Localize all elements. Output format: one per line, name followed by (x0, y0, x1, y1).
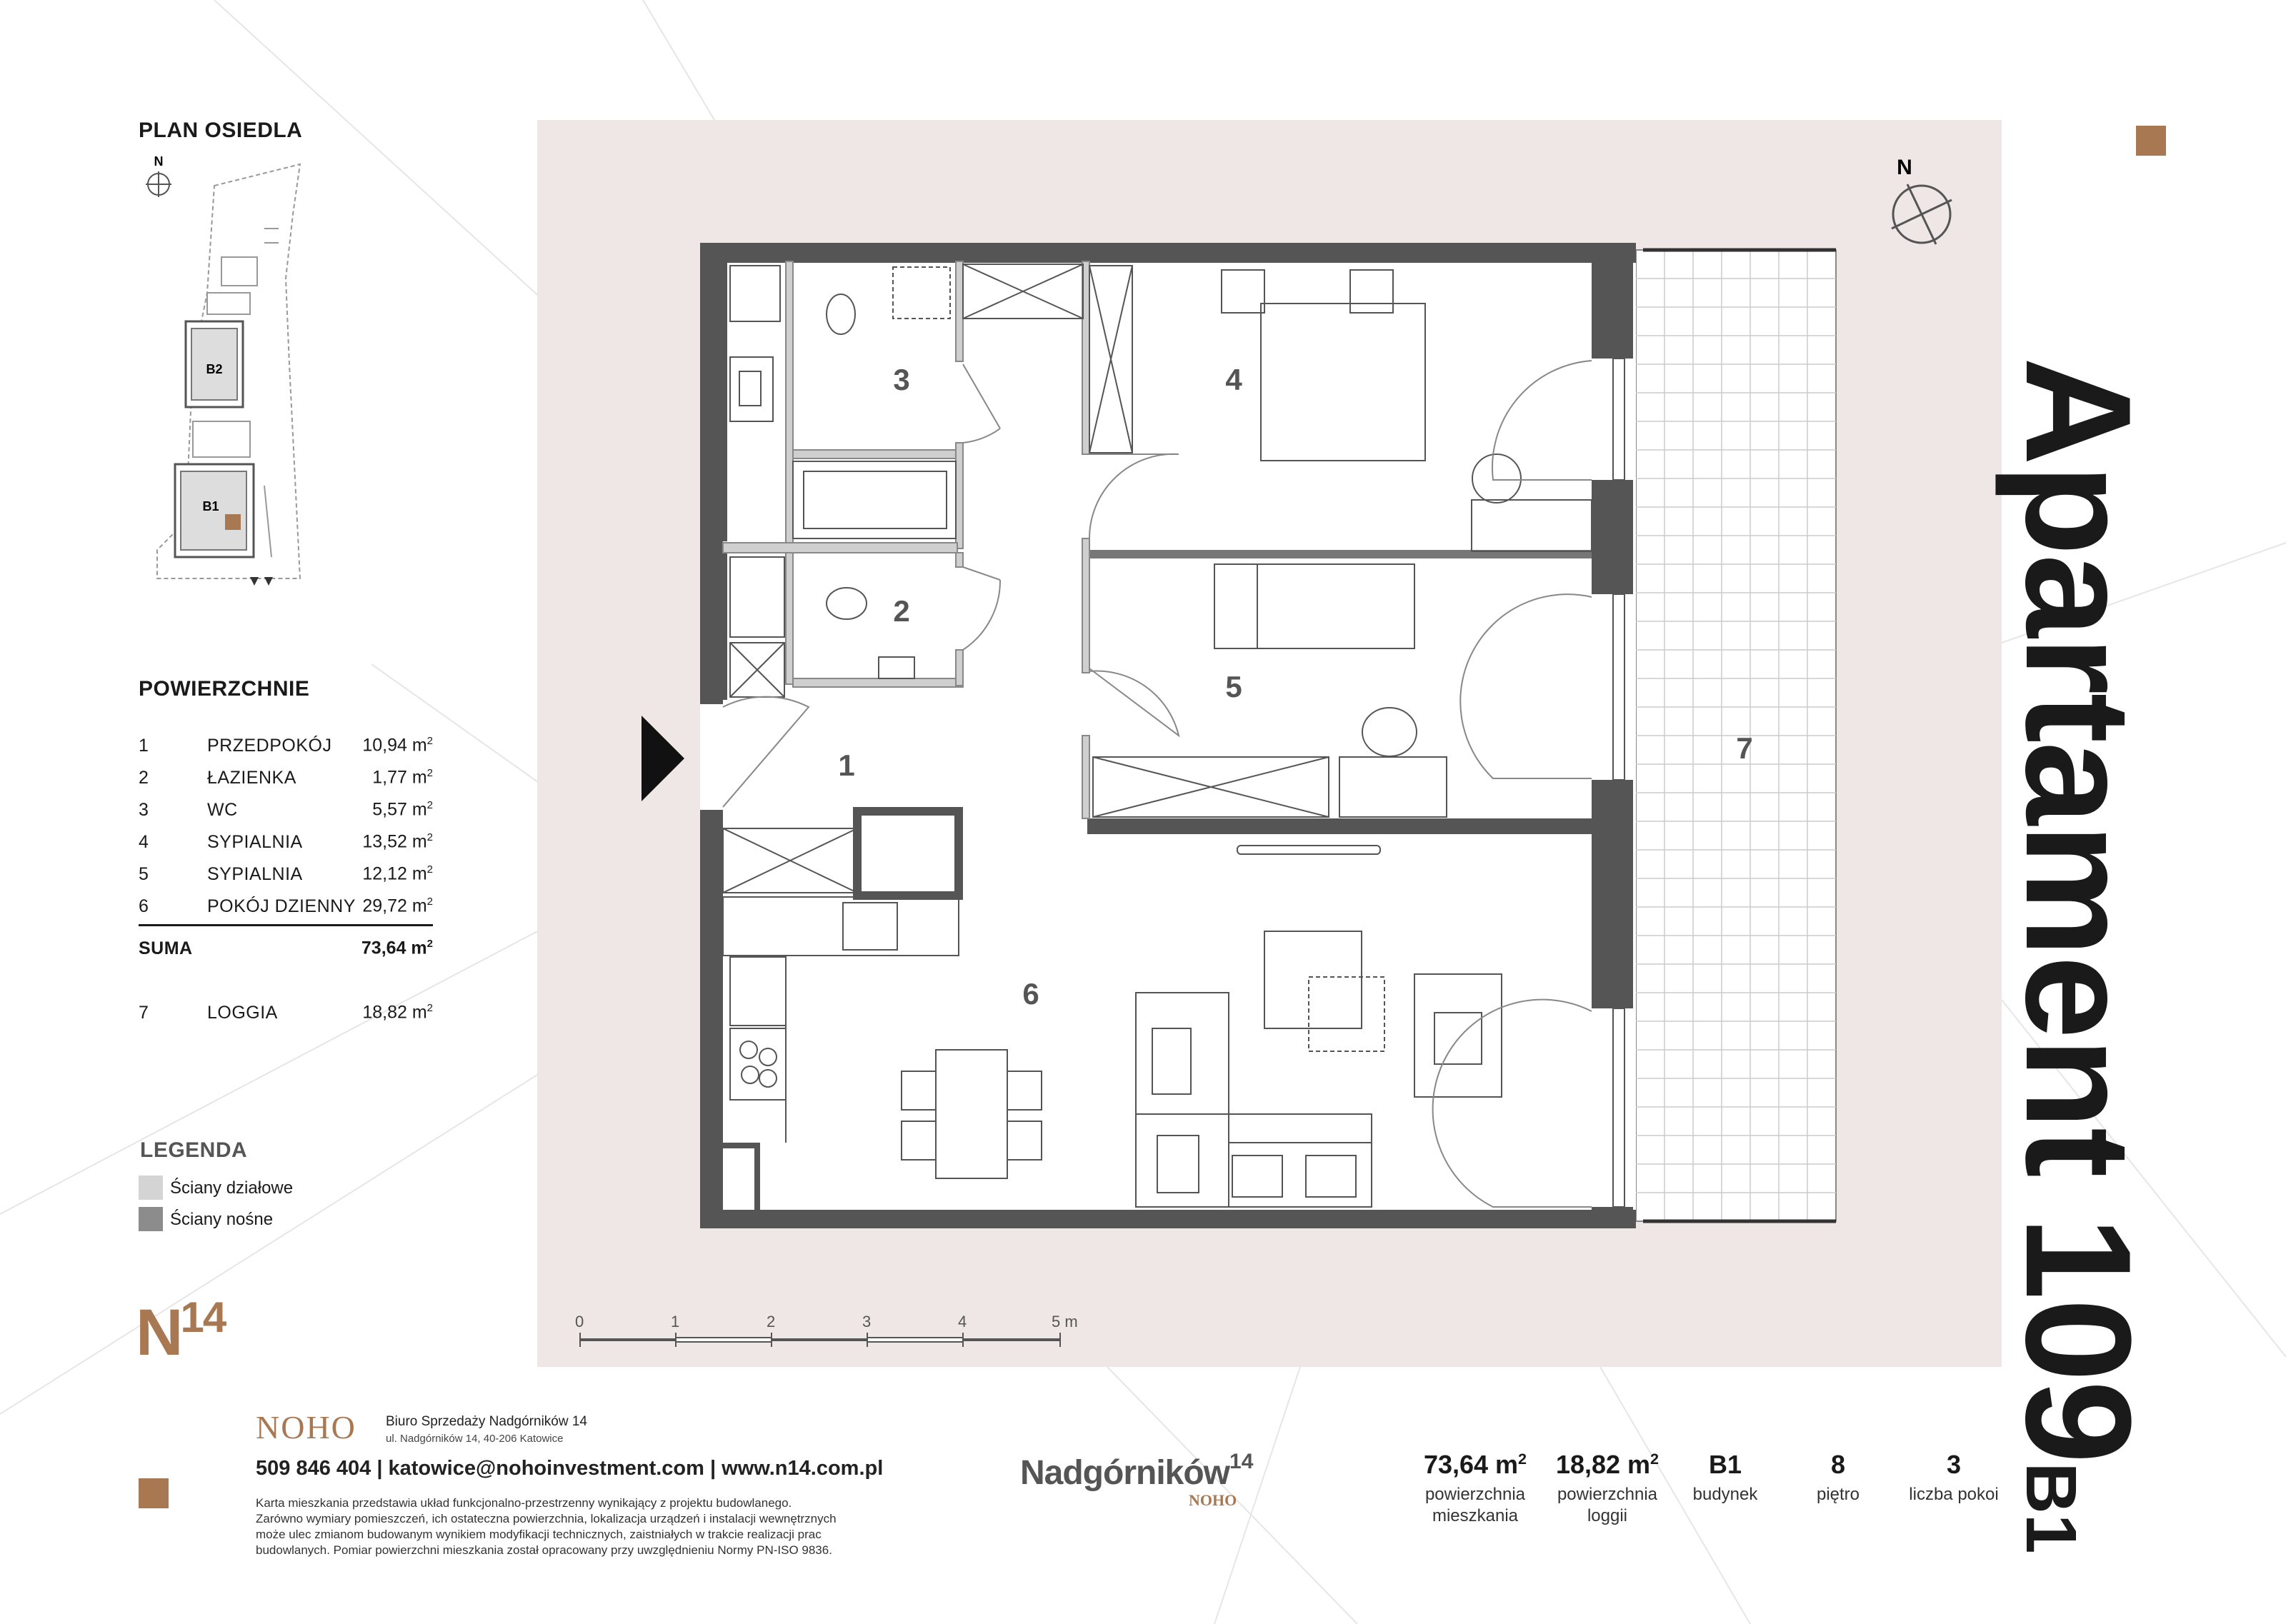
room-label-4: 4 (1225, 363, 1242, 396)
scale-label-1: 1 (671, 1313, 679, 1330)
room-label-2: 2 (893, 594, 909, 628)
stat-floor: 8 piętro (1816, 1450, 1860, 1504)
apartment-name: Apartament 109 (1995, 357, 2162, 1463)
door-swings (722, 360, 1592, 1208)
accent-square-bottom (139, 1478, 169, 1508)
floor-plan: 1 2 3 4 5 6 7 N 0 1 2 3 4 5 m (575, 156, 1952, 1347)
scale-label-0: 0 (575, 1313, 584, 1330)
scale-label-5: 5 m (1052, 1313, 1078, 1330)
room-label-7: 7 (1736, 731, 1752, 765)
legend-title: LEGENDA (140, 1138, 248, 1162)
windows (1612, 358, 1625, 1208)
legend-label-structural: Ściany nośne (170, 1210, 274, 1229)
legend-swatch-partition (139, 1176, 163, 1200)
disclaimer: Karta mieszkania przedstawia układ funkc… (256, 1496, 837, 1557)
areas-divider (139, 924, 433, 926)
load-bearing-walls (700, 243, 1636, 1228)
accent-square-top (2136, 126, 2166, 156)
site-plan-title: PLAN OSIEDLA (139, 119, 303, 142)
scale-label-4: 4 (958, 1313, 967, 1330)
loggia-area (1635, 248, 1837, 1223)
room-label-1: 1 (838, 748, 854, 782)
plan-north-icon: N (1891, 156, 1952, 245)
noho-logo: NOHO (256, 1409, 356, 1445)
stat-rooms: 3 liczba pokoi (1909, 1450, 1999, 1504)
room-label-6: 6 (1022, 977, 1039, 1011)
n14-logo: N14 (136, 1293, 226, 1369)
areas-title: POWIERZCHNIE (139, 677, 310, 701)
apartment-building: B1 (2011, 1462, 2091, 1554)
office-address: ul. Nadgórników 14, 40-206 Katowice (386, 1433, 564, 1445)
room-label-5: 5 (1225, 670, 1242, 703)
site-plan-north-label: N (154, 154, 164, 169)
scale-label-3: 3 (862, 1313, 871, 1330)
site-plan-map: N B2 B1 (146, 154, 301, 586)
legend-label-partition: Ściany działowe (170, 1178, 294, 1198)
entrance-arrow-icon (642, 716, 684, 801)
plan-north-label: N (1897, 156, 1912, 179)
apartment-title: Apartament 109B1 (1992, 357, 2165, 1553)
site-plan-b2-label: B2 (206, 362, 222, 376)
scale-label-2: 2 (767, 1313, 775, 1330)
project-logo: Nadgórników14 NOHO (1020, 1450, 1254, 1509)
stat-building: B1 budynek (1692, 1450, 1758, 1504)
contact-line[interactable]: 509 846 404 | katowice@nohoinvestment.co… (256, 1457, 884, 1480)
scale-bar: 0 1 2 3 4 5 m (575, 1313, 1078, 1347)
legend-swatch-structural (139, 1207, 163, 1231)
site-plan-b1-label: B1 (202, 499, 219, 513)
furniture (722, 264, 1592, 1208)
room-label-3: 3 (893, 363, 909, 396)
office-name: Biuro Sprzedaży Nadgórników 14 (386, 1414, 587, 1429)
